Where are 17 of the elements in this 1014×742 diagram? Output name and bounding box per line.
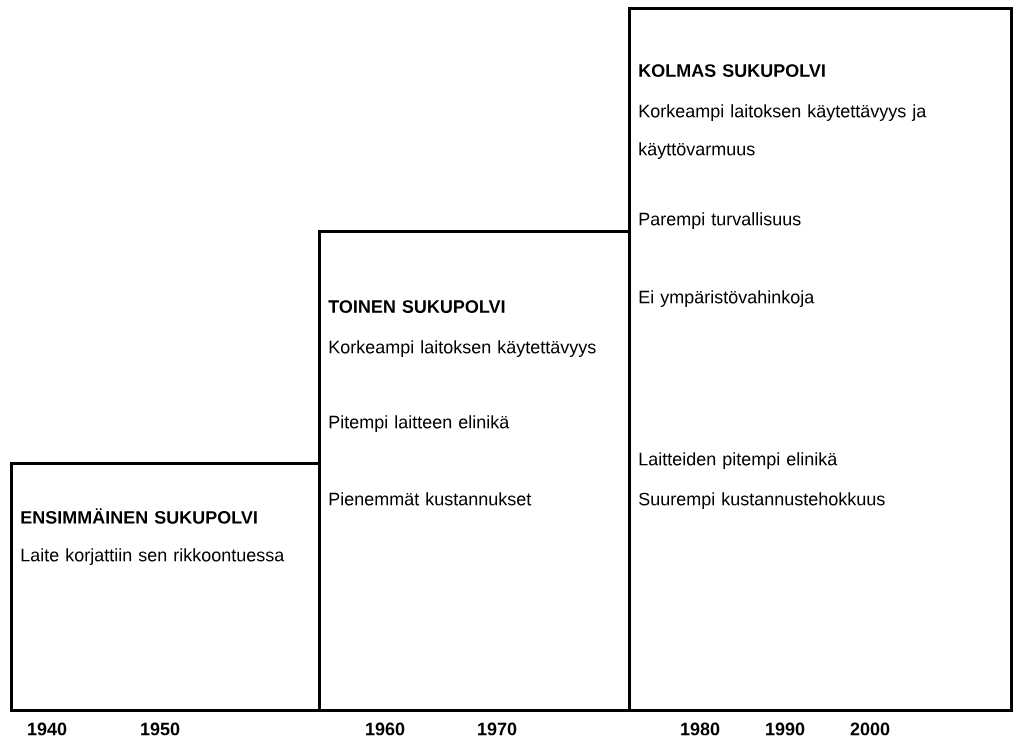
feature-text: Pienemmät kustannukset [329, 492, 532, 506]
generation-box [10, 462, 321, 712]
feature-text: Korkeampi laitoksen käytettävyys [329, 340, 596, 357]
feature-text: Laite korjattiin sen rikkoontuessa [21, 548, 285, 565]
generation-heading: TOINEN SUKUPOLVI [328, 300, 505, 313]
generation-box [628, 7, 1013, 712]
year-label: 1960 [366, 722, 405, 736]
feature-text: Korkeampi laitoksen käytettävyys ja käyttövarmuus [639, 104, 927, 159]
generation-heading: KOLMAS SUKUPOLVI [639, 64, 825, 77]
feature-text: Ei ympäristövahinkoja [639, 290, 815, 307]
feature-text: Suurempi kustannustehokkuus [639, 492, 885, 509]
year-label: 1980 [681, 722, 720, 736]
generation-box [318, 230, 631, 712]
generation-heading: ENSIMMÄINEN SUKUPOLVI [21, 508, 257, 524]
feature-text: Parempi turvallisuus [639, 212, 801, 229]
feature-text: Laitteiden pitempi elinikä [639, 452, 838, 469]
feature-text: Pitempi laitteen elinikä [329, 415, 510, 432]
